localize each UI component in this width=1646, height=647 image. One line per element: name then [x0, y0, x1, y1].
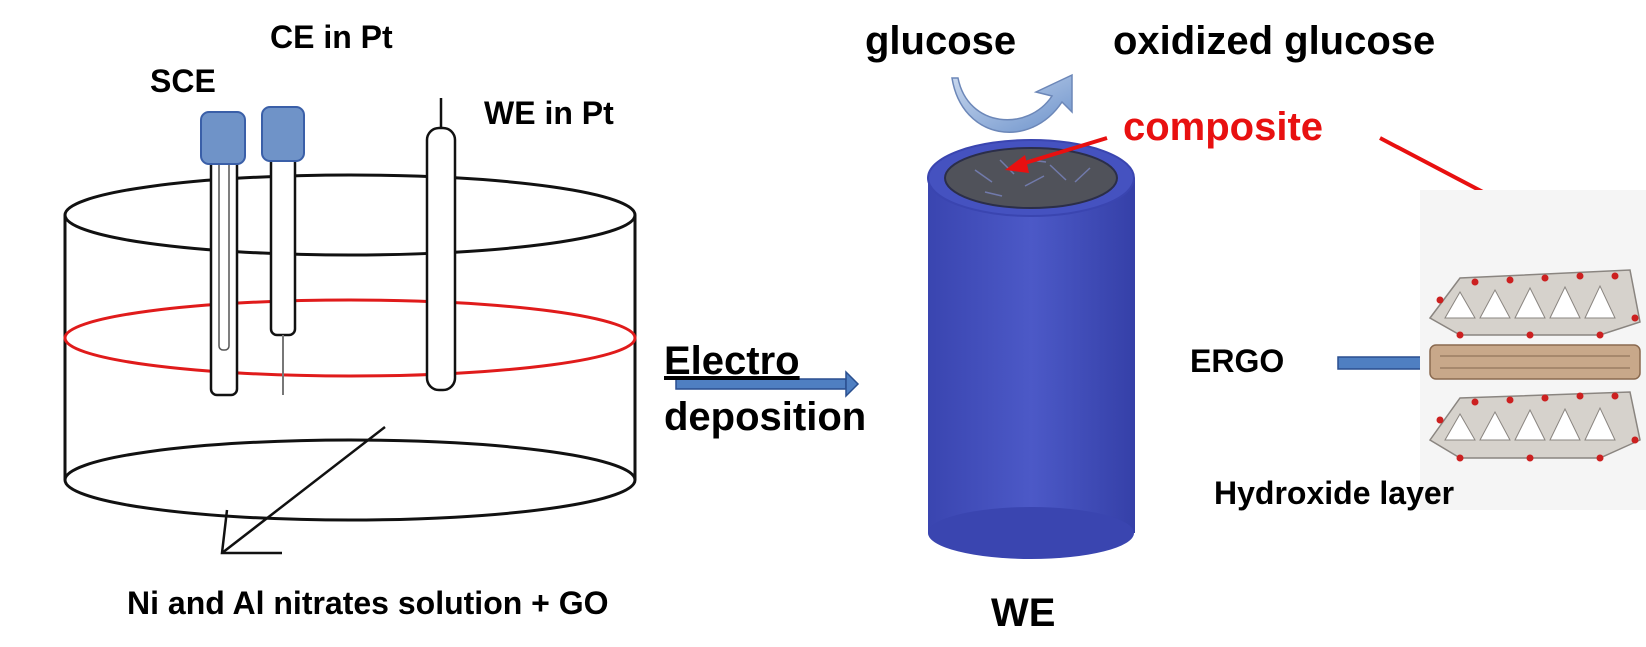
- beaker: [63, 173, 637, 522]
- electrodeposition-arrow: [675, 370, 860, 398]
- label-composite: composite: [1123, 105, 1324, 149]
- label-we-electrode: WE in Pt: [484, 95, 614, 131]
- solution-pointer-arrow: [220, 426, 386, 555]
- label-oxidized-glucose: oxidized glucose: [1113, 19, 1436, 63]
- label-sce: SCE: [150, 63, 216, 99]
- label-deposition: deposition: [664, 395, 867, 439]
- hydroxide-ergo-structure: [1420, 190, 1646, 510]
- solution-level-line: [63, 298, 637, 378]
- beaker-top-rim: [63, 173, 637, 257]
- we-electrode: [425, 98, 457, 392]
- label-ergo: ERGO: [1190, 343, 1285, 379]
- composite-arrow-to-surface: [1005, 136, 1108, 173]
- label-electro: Electro: [664, 339, 800, 383]
- label-ce: CE in Pt: [270, 19, 393, 55]
- composite-surface: [944, 147, 1118, 209]
- label-we-cylinder: WE: [991, 591, 1056, 635]
- label-glucose: glucose: [865, 19, 1017, 63]
- sce-electrode: [200, 111, 246, 397]
- beaker-bottom: [63, 438, 637, 522]
- ergo-arrow: [1337, 346, 1434, 380]
- ce-electrode: [261, 106, 305, 395]
- we-cylinder: [927, 139, 1135, 559]
- label-solution: Ni and Al nitrates solution + GO: [127, 585, 609, 621]
- glucose-oxidation-arrow: [951, 73, 1073, 133]
- label-hydroxide-layer: Hydroxide layer: [1214, 475, 1455, 511]
